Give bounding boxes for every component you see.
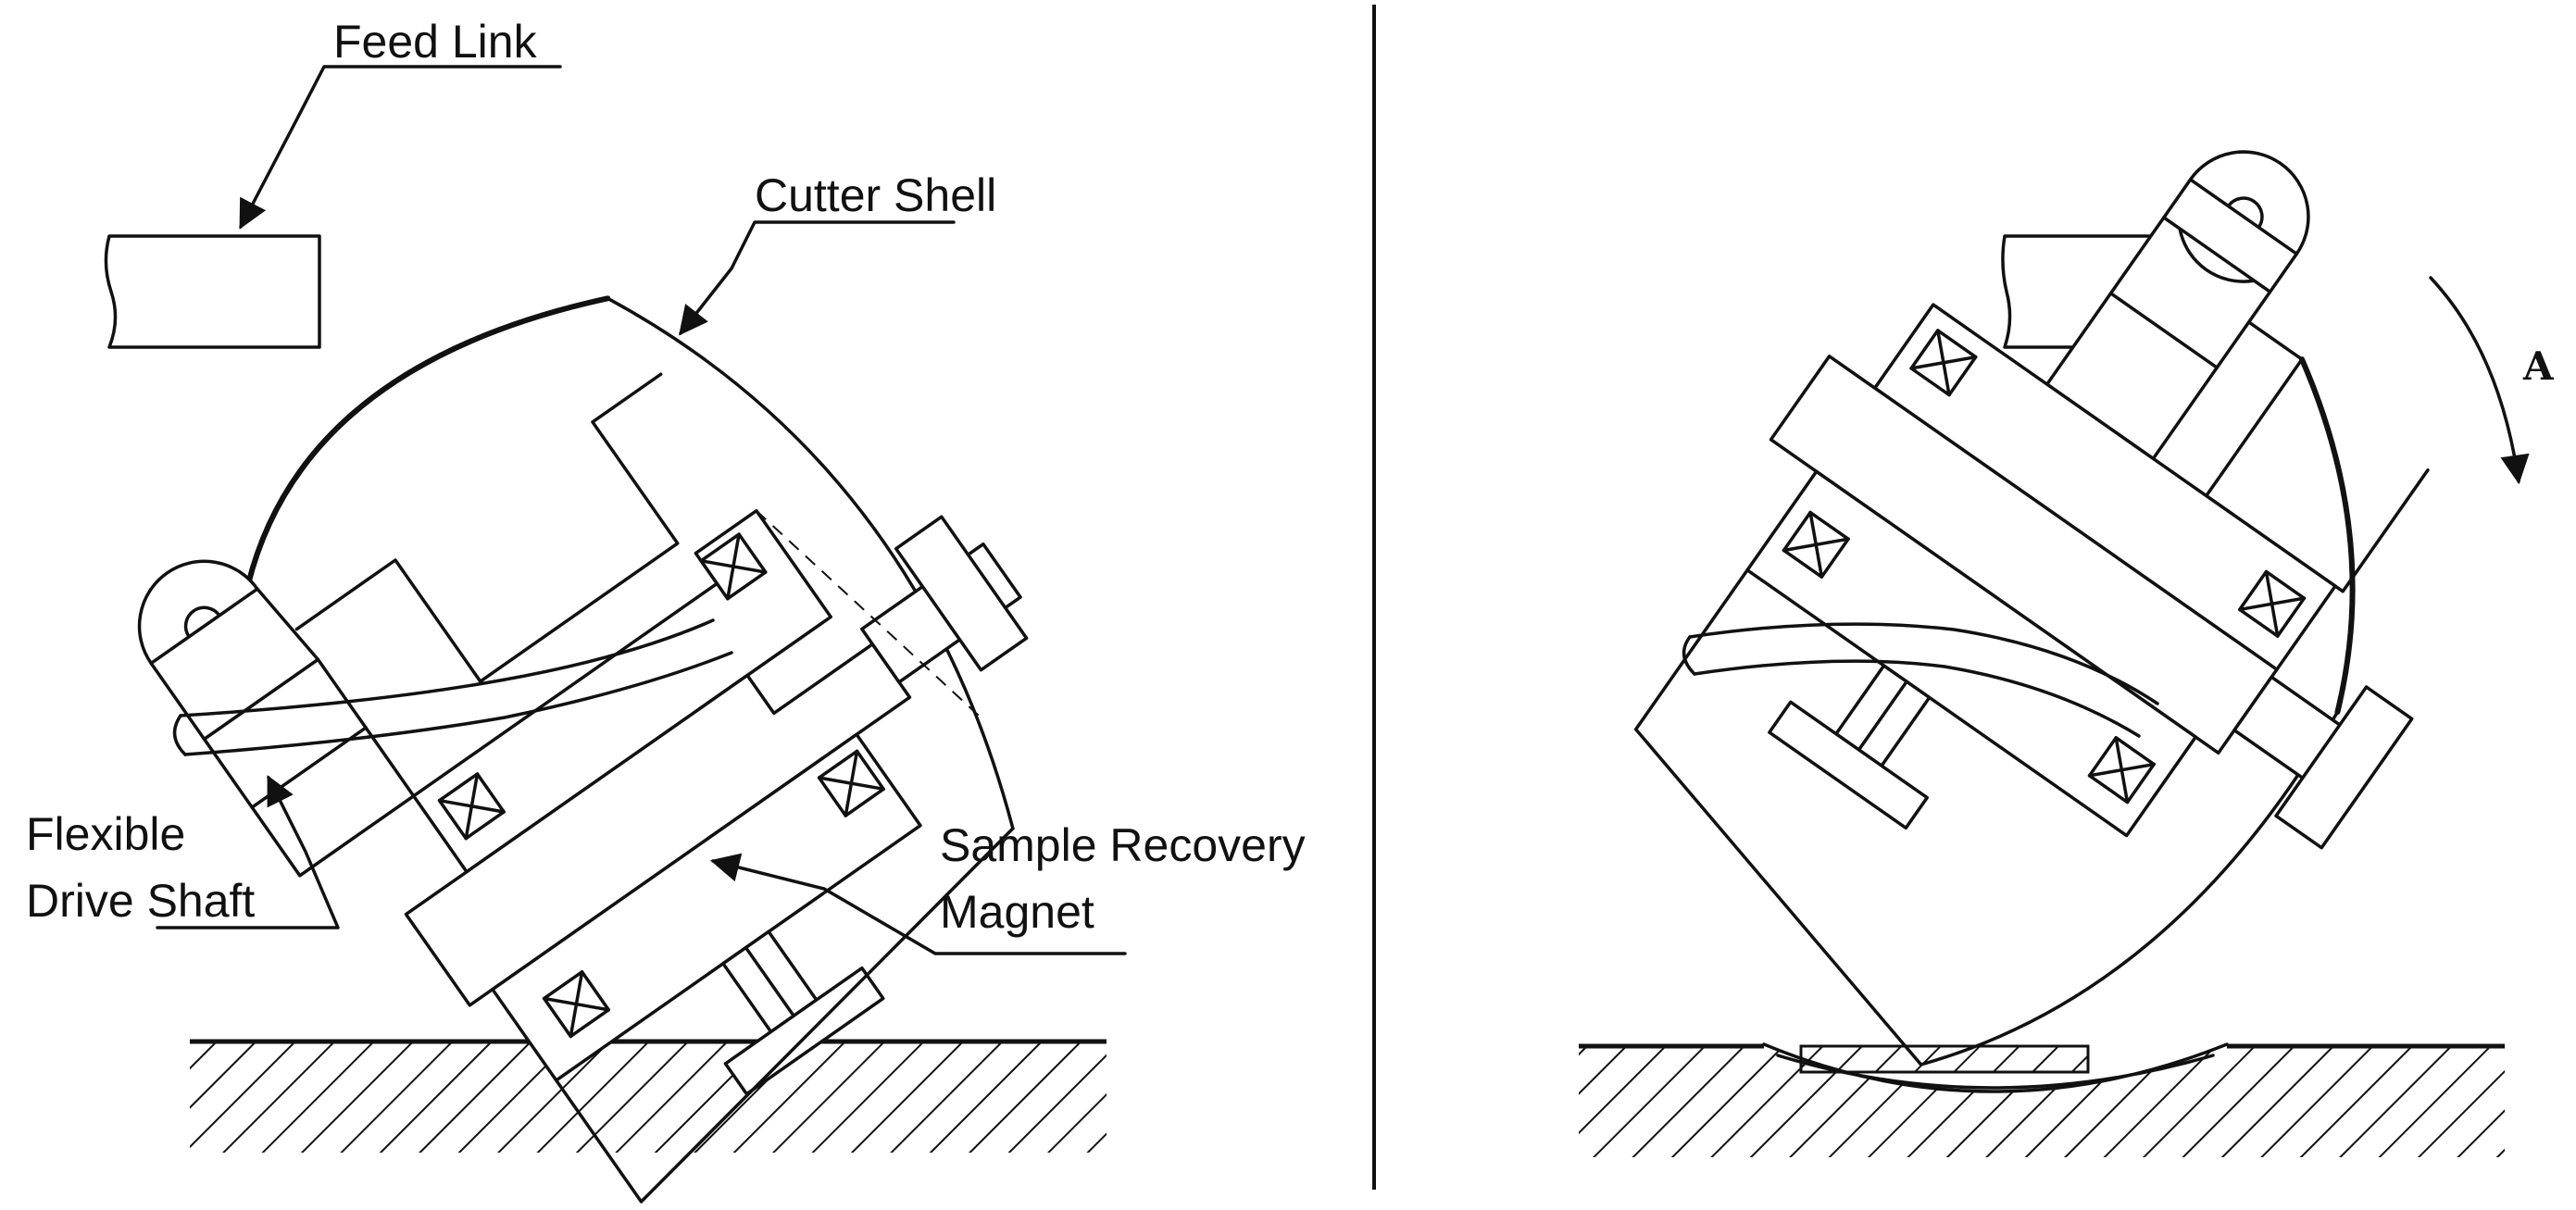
flexible-drive-shaft-right	[1682, 622, 2159, 738]
right-panel: A	[1579, 150, 2555, 1157]
ground-right	[1579, 1042, 2505, 1157]
label-cutter-shell: Cutter Shell	[755, 169, 996, 221]
label-feed-link: Feed Link	[333, 16, 538, 68]
left-panel: Feed Link Cutter Shell Flexible Drive Sh…	[26, 16, 1306, 1204]
cutter-assembly-right	[1633, 150, 2430, 1067]
rotation-arrow	[2429, 276, 2530, 485]
flexible-drive-shaft-left	[172, 618, 733, 756]
label-a: A	[2522, 343, 2555, 389]
label-magnet: Magnet	[940, 886, 1094, 938]
cutter-assembly-left	[137, 295, 1029, 1204]
feed-link-leader	[239, 65, 562, 230]
label-drive-shaft: Drive Shaft	[26, 875, 255, 927]
feed-link-bar	[104, 234, 321, 349]
cutter-shell-leader	[679, 220, 956, 336]
label-flexible: Flexible	[26, 808, 185, 860]
ground-left	[190, 1039, 1107, 1153]
sample-magnet-leader	[709, 853, 1127, 955]
flexible-drive-leader	[156, 775, 340, 929]
label-sample-recovery: Sample Recovery	[940, 819, 1306, 871]
